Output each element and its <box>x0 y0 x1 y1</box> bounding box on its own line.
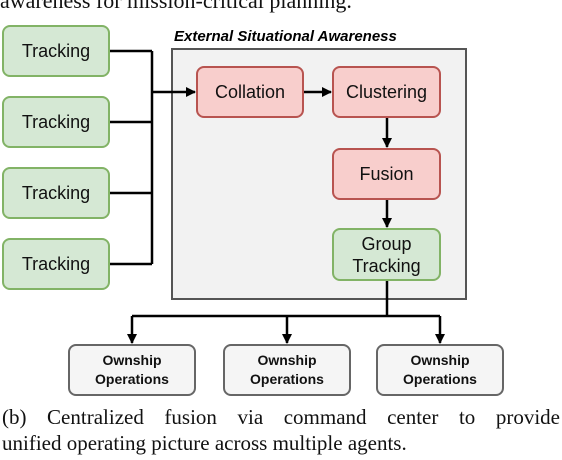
group-tracking-line1: Group <box>361 233 412 254</box>
ownship-label-line1: Ownship <box>257 352 317 368</box>
ownship-label-line2: Operations <box>95 371 169 387</box>
ownship-label-line1: Ownship <box>410 352 470 368</box>
fusion-node: Fusion <box>332 148 441 200</box>
caption-line-2: unified operating picture across multipl… <box>2 431 407 455</box>
clustering-node: Clustering <box>332 66 441 118</box>
figure-caption: (b) Centralized fusion via command cente… <box>2 404 560 456</box>
ownship-operations-node-1: Ownship Operations <box>68 344 196 396</box>
ownship-label-line2: Operations <box>250 371 324 387</box>
header-text: awareness for mission-critical planning. <box>0 0 352 13</box>
tracking-node-3: Tracking <box>2 167 110 219</box>
collation-node: Collation <box>196 66 304 118</box>
group-tracking-node: Group Tracking <box>332 228 441 281</box>
tracking-node-4: Tracking <box>2 238 110 290</box>
ownship-label-line1: Ownship <box>102 352 162 368</box>
group-tracking-line2: Tracking <box>352 255 421 276</box>
tracking-node-2: Tracking <box>2 96 110 148</box>
caption-line-1: (b) Centralized fusion via command cente… <box>2 405 560 429</box>
ownship-operations-node-2: Ownship Operations <box>223 344 351 396</box>
ownship-operations-node-3: Ownship Operations <box>376 344 504 396</box>
ownship-label-line2: Operations <box>403 371 477 387</box>
tracking-node-1: Tracking <box>2 25 110 77</box>
panel-title: External Situational Awareness <box>174 28 397 45</box>
